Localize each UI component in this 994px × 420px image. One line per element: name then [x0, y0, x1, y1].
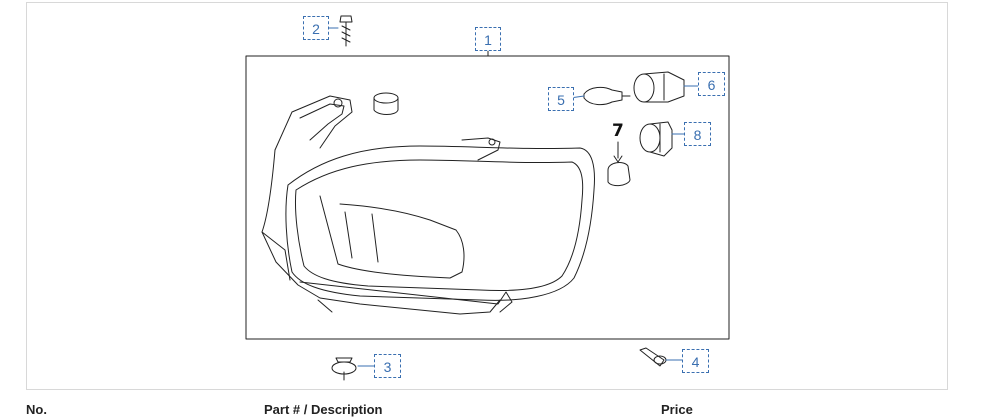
column-header-part-description: Part # / Description — [264, 402, 383, 417]
grommet-part — [373, 92, 399, 115]
callout-2[interactable]: 2 — [303, 16, 329, 40]
column-header-no: No. — [26, 402, 47, 417]
callout-5[interactable]: 5 — [548, 87, 574, 111]
callout-3[interactable]: 3 — [374, 354, 401, 378]
bulb-part-7 — [607, 141, 631, 187]
socket-part-6 — [633, 71, 685, 103]
callout-6[interactable]: 6 — [698, 72, 725, 96]
callout-4[interactable]: 4 — [682, 349, 709, 373]
bolt-part-2 — [339, 15, 353, 47]
callout-1[interactable]: 1 — [475, 27, 501, 51]
callout-8[interactable]: 8 — [684, 122, 711, 146]
screw-part-3 — [331, 357, 357, 381]
bulb-part-5 — [583, 86, 631, 106]
socket-part-8 — [639, 121, 673, 157]
headlamp-housing — [261, 95, 595, 315]
diagram-panel — [26, 2, 948, 390]
column-header-price: Price — [661, 402, 693, 417]
label-7: 7 — [612, 121, 624, 141]
screw-part-4 — [639, 347, 667, 367]
